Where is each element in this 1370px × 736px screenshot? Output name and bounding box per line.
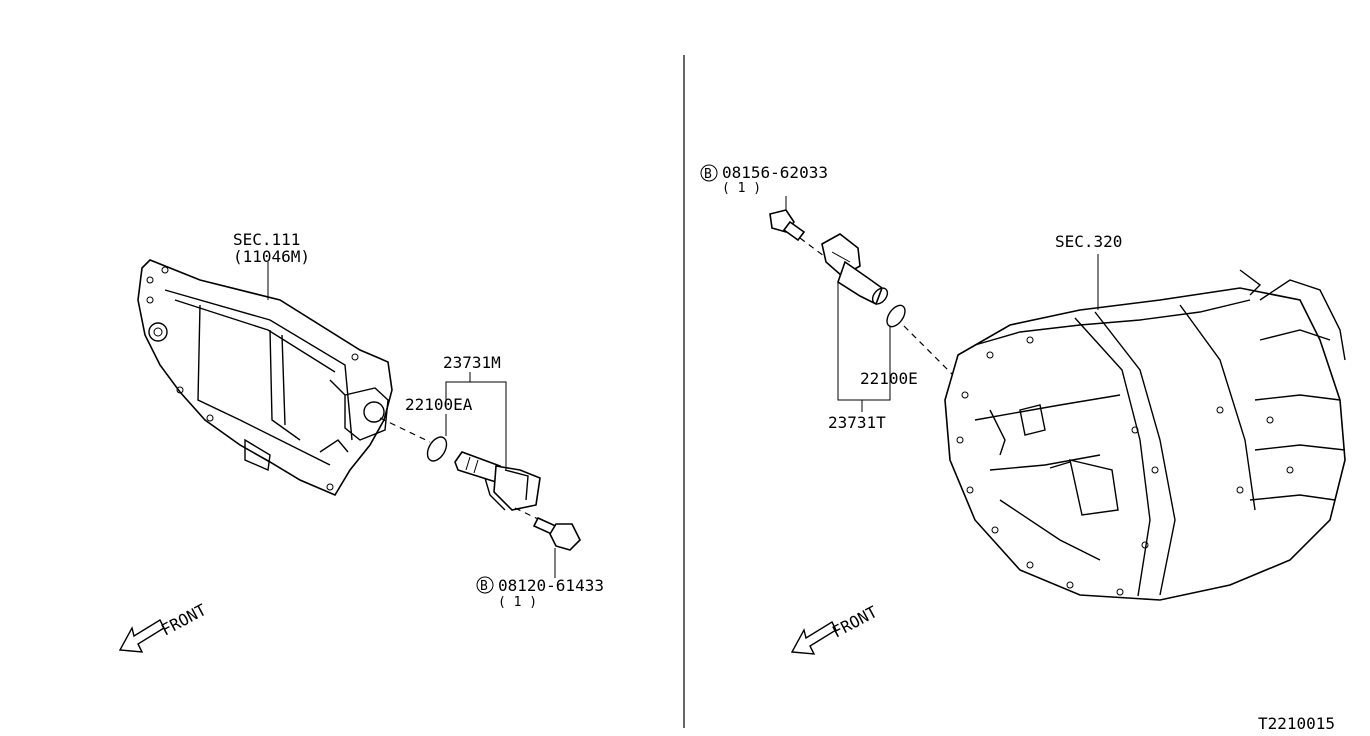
engine-cover-illustration: [137, 259, 393, 497]
left-sec-label: SEC.111: [233, 230, 300, 249]
left-bolt-part-label: 08120-61433: [498, 576, 604, 595]
right-bolt-marker: B: [704, 167, 712, 182]
right-bolt-part-label: 08156-62033: [722, 163, 828, 182]
right-bolt-qty: ( 1 ): [722, 181, 761, 196]
right-bolt-illustration: [769, 209, 833, 263]
left-sensor-illustration: [454, 451, 541, 511]
left-sec-sub: (11046M): [233, 247, 310, 266]
right-oring-illustration: [886, 304, 906, 328]
diagram-code: T2210015: [1258, 714, 1335, 733]
right-front-arrow-icon: [790, 621, 837, 655]
right-sec-label: SEC.320: [1055, 232, 1122, 251]
left-oring-illustration: [426, 436, 448, 462]
left-front-label: FRONT: [158, 600, 210, 640]
left-bolt-marker: B: [480, 579, 488, 594]
left-panel: SEC.111 (11046M) 23731M 22100EA: [118, 230, 604, 653]
right-sensor-part-label: 23731T: [828, 413, 886, 432]
right-panel: B 08156-62033 ( 1 ) 23731T 22100E: [700, 163, 1346, 655]
left-front-arrow-icon: [118, 619, 165, 653]
right-front-label: FRONT: [829, 602, 881, 642]
right-oring-part-label: 22100E: [860, 369, 918, 388]
left-oring-part-label: 22100EA: [405, 395, 473, 414]
right-sensor-illustration: [821, 233, 889, 306]
left-bolt-illustration: [514, 507, 581, 551]
left-bolt-qty: ( 1 ): [498, 595, 537, 610]
transmission-illustration: [944, 269, 1346, 601]
left-sensor-part-label: 23731M: [443, 353, 501, 372]
